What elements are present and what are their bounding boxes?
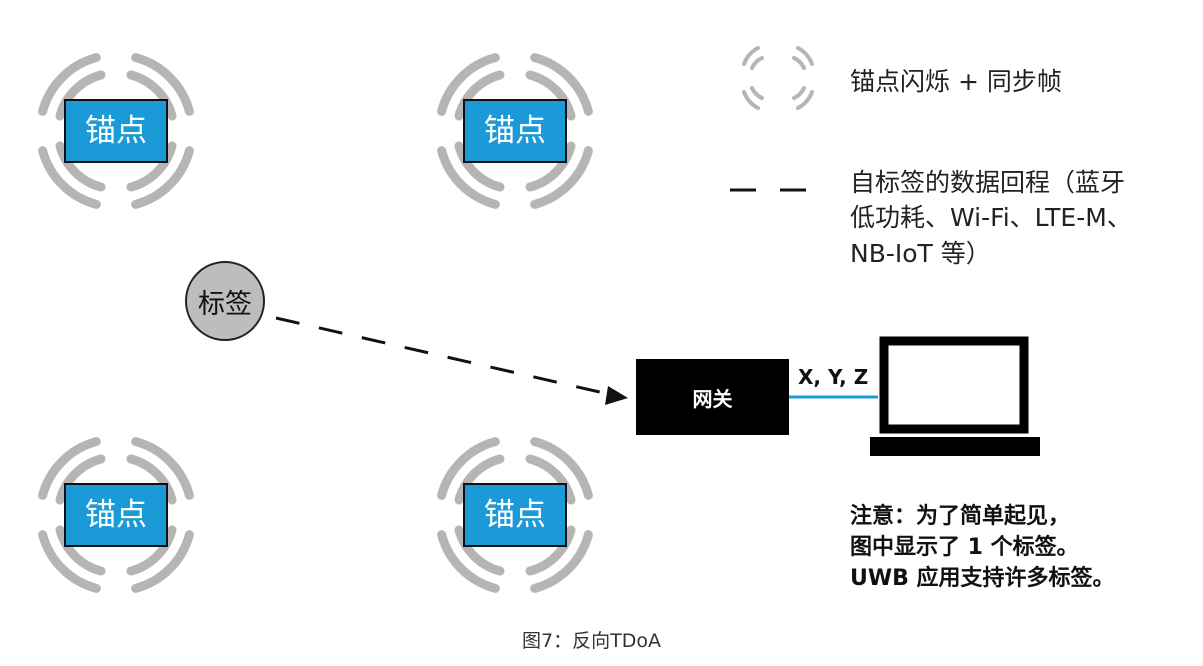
signal-wave-arc — [437, 146, 500, 209]
signal-wave-arc — [437, 530, 500, 593]
legend-flash-label: 锚点闪烁 + 同步帧 — [850, 67, 1062, 96]
signal-wave-arc — [55, 454, 106, 505]
note-line-2: 图中显示了 1 个标签。 — [850, 535, 1079, 560]
signal-wave-arc — [126, 454, 177, 505]
signal-wave-arc — [525, 141, 576, 192]
signal-wave-arc — [454, 141, 505, 192]
anchor-box-4: 锚点 — [463, 483, 567, 547]
signal-wave-arc — [126, 525, 177, 576]
signal-wave-arc — [38, 146, 101, 209]
signal-wave-arc — [437, 437, 500, 500]
anchor-box-1: 锚点 — [64, 99, 168, 163]
signal-wave-arc — [55, 525, 106, 576]
signal-wave-arc — [131, 437, 194, 500]
signal-wave-arc — [530, 53, 593, 116]
signal-wave-arc — [38, 530, 101, 593]
signal-wave-arc — [437, 53, 500, 116]
signal-wave-arc — [131, 146, 194, 209]
signal-wave-arc — [38, 437, 101, 500]
figure-caption: 图7：反向TDoA — [522, 630, 661, 652]
anchor-box-3: 锚点 — [64, 483, 168, 547]
gateway-box: 网关 — [636, 359, 789, 435]
tag-node: 标签 — [185, 261, 265, 341]
coordinates-label: X, Y, Z — [798, 365, 869, 389]
note-line-1: 注意：为了简单起见， — [850, 504, 1071, 529]
legend-backhaul-line-1: 自标签的数据回程（蓝牙 — [850, 168, 1126, 197]
signal-wave-arc — [454, 70, 505, 121]
signal-wave-arc — [126, 70, 177, 121]
anchor-box-2: 锚点 — [463, 99, 567, 163]
signal-wave-arc — [530, 146, 593, 209]
legend-backhaul-line-2: 低功耗、Wi-Fi、LTE-M、 — [850, 203, 1132, 232]
signal-wave-arc — [525, 454, 576, 505]
signal-wave-arc — [525, 70, 576, 121]
note-line-3: UWB 应用支持许多标签。 — [850, 566, 1115, 591]
signal-wave-arc — [38, 53, 101, 116]
signal-wave-arc — [530, 530, 593, 593]
signal-wave-arc — [55, 70, 106, 121]
signal-wave-arc — [55, 141, 106, 192]
signal-wave-arc — [131, 530, 194, 593]
arrowhead-icon — [605, 386, 628, 405]
legend-backhaul-line-3: NB-IoT 等） — [850, 239, 991, 268]
signal-wave-arc — [126, 141, 177, 192]
signal-wave-arc — [454, 454, 505, 505]
signal-wave-arc — [454, 525, 505, 576]
dashed-arrow-line — [275, 316, 605, 395]
signal-wave-arc — [131, 53, 194, 116]
signal-wave-arc — [525, 525, 576, 576]
signal-wave-arc — [530, 437, 593, 500]
